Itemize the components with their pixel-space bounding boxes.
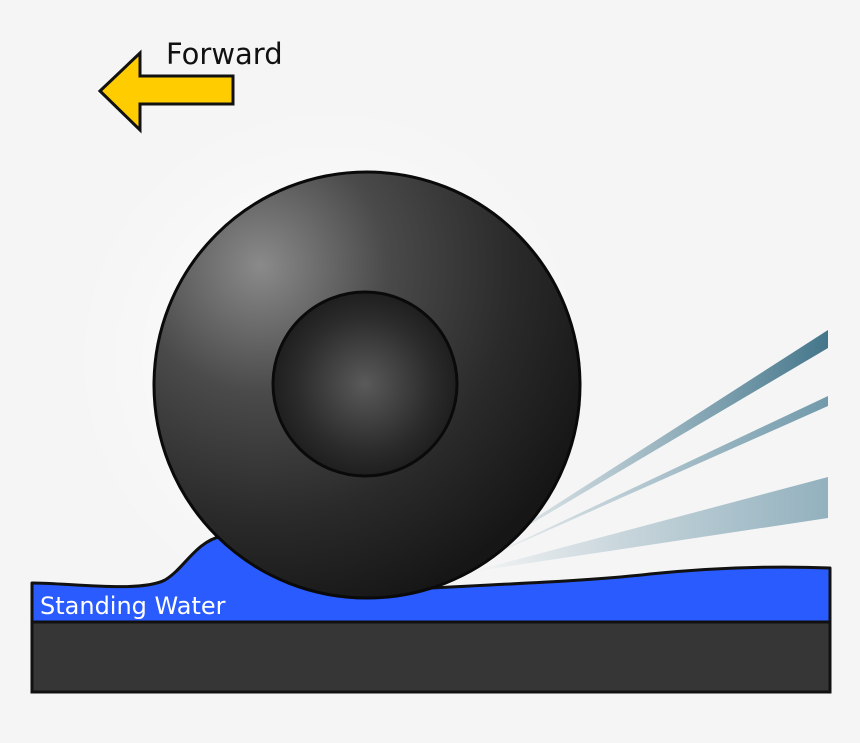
left-arrow-icon (97, 49, 235, 134)
tire (152, 170, 582, 600)
spray-streak (470, 330, 828, 560)
water-spray (470, 330, 828, 572)
road-surface (30, 618, 832, 694)
spray-streak (470, 396, 828, 565)
forward-label: Forward (166, 37, 283, 71)
standing-water-label: Standing Water (40, 592, 226, 620)
tire-hub (271, 290, 459, 478)
spray-streak (470, 477, 828, 572)
